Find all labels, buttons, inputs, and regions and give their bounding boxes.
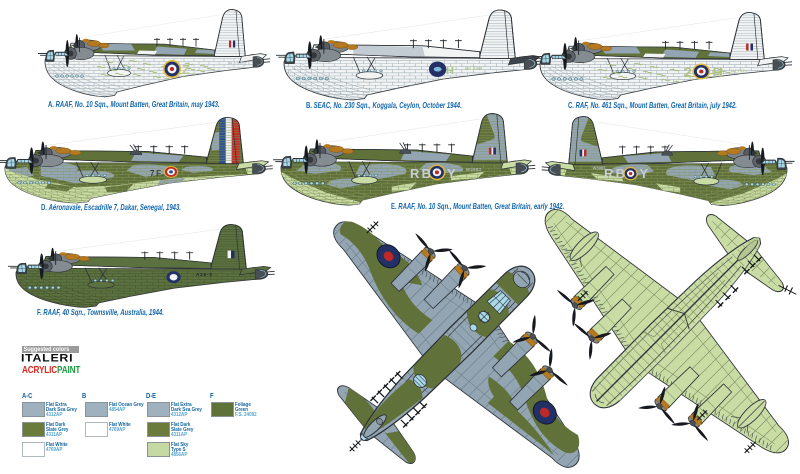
svg-text:ML792: ML792	[731, 69, 746, 74]
svg-text:H: H	[446, 65, 454, 77]
svg-text:Y: Y	[640, 166, 649, 181]
svg-text:A26-5: A26-5	[196, 272, 212, 277]
svg-text:H: H	[713, 64, 723, 80]
svg-text:W3983: W3983	[466, 167, 482, 172]
svg-text:W4004: W4004	[228, 61, 246, 66]
svg-text:Z: Z	[182, 62, 190, 77]
svg-text:Y: Y	[447, 166, 456, 181]
svg-text:W3983: W3983	[593, 166, 607, 171]
svg-text:7F.: 7F.	[150, 169, 164, 178]
svg-text:ML868: ML868	[465, 66, 482, 71]
svg-text:2: 2	[684, 64, 692, 80]
